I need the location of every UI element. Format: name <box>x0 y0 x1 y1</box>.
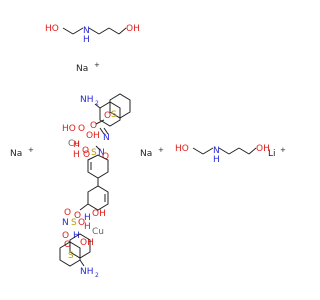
structure-drawing: HO N H OH HO N H OH Na + Na + Na + Li + … <box>10 24 286 279</box>
nitrogen-label: N <box>213 146 220 156</box>
svg-text:Na: Na <box>140 149 152 159</box>
svg-text:H: H <box>93 131 100 141</box>
svg-text:H: H <box>73 140 80 150</box>
lower-azo-naphthalene: O O H OH N S O H Cu O H OH O S NH 2 <box>59 203 106 279</box>
svg-text:Na: Na <box>10 149 22 159</box>
lithium-ion: Li + <box>268 146 286 159</box>
svg-text:N: N <box>62 218 69 228</box>
svg-text:OH: OH <box>92 209 106 219</box>
hydroxyl-label: HO <box>175 144 189 154</box>
svg-text:O: O <box>102 152 109 162</box>
svg-text:H: H <box>73 150 80 160</box>
upper-azo-naphthalene: NH 2 S O HO O O O Cu H O H H N O S N O <box>62 93 131 162</box>
svg-text:N: N <box>98 148 105 158</box>
svg-text:N: N <box>103 133 110 143</box>
svg-text:+: + <box>158 146 164 154</box>
sodium-ion-1: Na + <box>76 61 100 74</box>
svg-text:+: + <box>94 61 100 69</box>
hydroxyl-label: OH <box>126 24 140 34</box>
hydroxyl-label: HO <box>45 24 59 34</box>
svg-text:O: O <box>64 240 71 250</box>
amine-hydrogen-label: H <box>83 35 90 45</box>
svg-text:S: S <box>91 148 97 158</box>
amine-hydrogen-label: H <box>213 155 220 165</box>
biphenyl-core <box>87 154 109 211</box>
svg-text:Li: Li <box>268 149 276 159</box>
svg-text:S: S <box>71 218 77 228</box>
svg-text:O: O <box>90 121 97 131</box>
svg-text:O: O <box>64 208 71 218</box>
svg-text:NH: NH <box>80 95 94 105</box>
svg-text:O: O <box>82 146 89 156</box>
svg-text:O: O <box>62 231 69 241</box>
hydroxyl-label: OH <box>256 144 270 154</box>
nitrogen-label: N <box>83 26 90 36</box>
svg-text:OH: OH <box>80 238 94 248</box>
svg-text:Na: Na <box>76 64 88 74</box>
svg-text:H: H <box>84 213 91 223</box>
copper-label: Cu <box>92 227 104 237</box>
svg-text:O: O <box>74 211 81 221</box>
svg-text:+: + <box>280 146 286 154</box>
svg-text:NH: NH <box>80 267 94 277</box>
svg-text:+: + <box>28 146 34 154</box>
svg-text:S: S <box>111 110 117 120</box>
svg-text:O: O <box>78 124 85 134</box>
sodium-ion-2: Na + <box>10 146 34 159</box>
svg-text:HO: HO <box>62 124 76 134</box>
svg-text:O: O <box>83 150 90 160</box>
svg-text:O: O <box>104 111 111 121</box>
svg-text:O: O <box>86 131 93 141</box>
svg-text:2: 2 <box>95 100 99 107</box>
svg-text:2: 2 <box>95 272 99 279</box>
copper-label: Cu <box>68 139 80 149</box>
svg-text:O: O <box>78 218 85 228</box>
sodium-ion-3: Na + <box>140 146 164 159</box>
svg-text:S: S <box>68 251 74 261</box>
diethanolamine-top: HO N H OH <box>45 24 140 45</box>
svg-text:H: H <box>84 222 91 232</box>
diethanolamine-right: HO N H OH <box>175 144 270 165</box>
molecule-canvas: HO N H OH HO N H OH Na + Na + Na + Li + … <box>10 24 286 279</box>
